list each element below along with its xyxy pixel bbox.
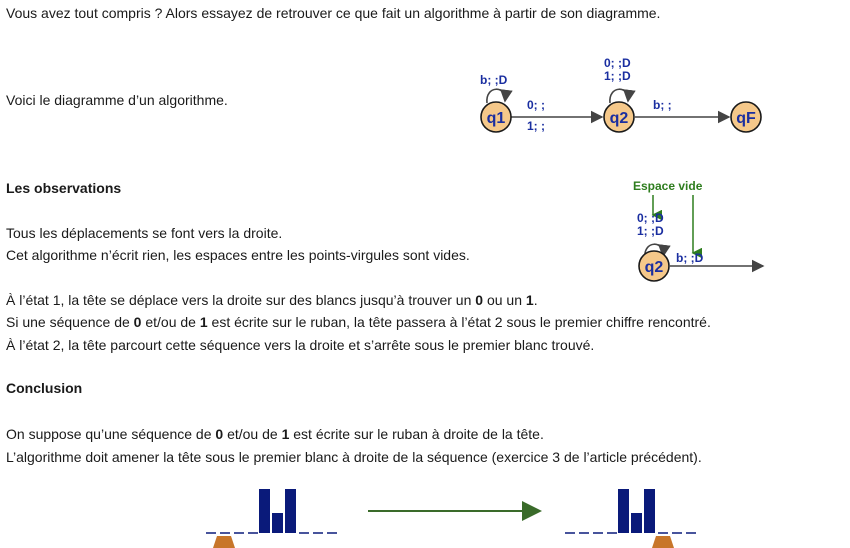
annotation-empty-space: Espace vide	[633, 179, 703, 193]
state-qF: qF	[730, 101, 762, 133]
loop-label-q2-0: 0; ;D	[604, 56, 631, 70]
state-q2: q2	[603, 101, 635, 133]
svg-text:q1: q1	[487, 110, 506, 127]
tape-symbol-1	[644, 489, 655, 533]
loop-arrow-q2	[609, 88, 636, 104]
tape-before	[206, 489, 337, 548]
tape-after	[565, 489, 696, 548]
observation-line-4: Si une séquence de 0 et/ou de 1 est écri…	[6, 314, 711, 330]
tape-symbol-1	[285, 489, 296, 533]
observation-line-3: À l’état 1, la tête se déplace vers la d…	[6, 292, 538, 308]
loop-label-0: 0; ;D	[637, 211, 664, 225]
state-diagram-detail: Espace vide 0; ;D 1; ;D b; ;D q2	[633, 179, 765, 282]
svg-text:q2: q2	[610, 110, 629, 127]
label-q1-q2-top: 0; ;	[527, 98, 545, 112]
intro-text: Vous avez tout compris ? Alors essayez d…	[6, 5, 661, 21]
svg-text:qF: qF	[736, 110, 756, 127]
tape-symbol-1	[618, 489, 629, 533]
label-q1-q2-bottom: 1; ;	[527, 119, 545, 133]
loop-label-q1: b; ;D	[480, 73, 508, 87]
tape-symbol-0	[631, 513, 642, 533]
conclusion-heading: Conclusion	[6, 380, 83, 396]
conclusion-line-1: On suppose qu’une séquence de 0 et/ou de…	[6, 426, 544, 442]
tape-symbol-0	[272, 513, 283, 533]
loop-arrow-q1	[486, 88, 513, 104]
svg-text:q2: q2	[645, 259, 664, 276]
diagram-caption: Voici le diagramme d’un algorithme.	[6, 92, 228, 108]
tape-illustration	[206, 489, 696, 548]
loop-label-1: 1; ;D	[637, 224, 664, 238]
conclusion-line-2: L’algorithme doit amener la tête sous le…	[6, 449, 702, 465]
tape-head	[213, 536, 235, 548]
observation-line-2: Cet algorithme n’écrit rien, les espaces…	[6, 247, 470, 263]
loop-label-q2-1: 1; ;D	[604, 69, 631, 83]
tape-symbol-1	[259, 489, 270, 533]
tape-head	[652, 536, 674, 548]
state-q2-detail: q2	[638, 250, 670, 282]
label-q2-qF: b; ;	[653, 98, 672, 112]
observation-line-1: Tous les déplacements se font vers la dr…	[6, 225, 283, 241]
exit-label: b; ;D	[676, 251, 704, 265]
observation-line-5: À l’état 2, la tête parcourt cette séque…	[6, 337, 595, 353]
observations-heading: Les observations	[6, 180, 122, 196]
state-diagram: b; ;D 0; ;D 1; ;D 0; ; 1; ; b; ; q1 q2 q…	[480, 56, 762, 133]
state-q1: q1	[480, 101, 512, 133]
